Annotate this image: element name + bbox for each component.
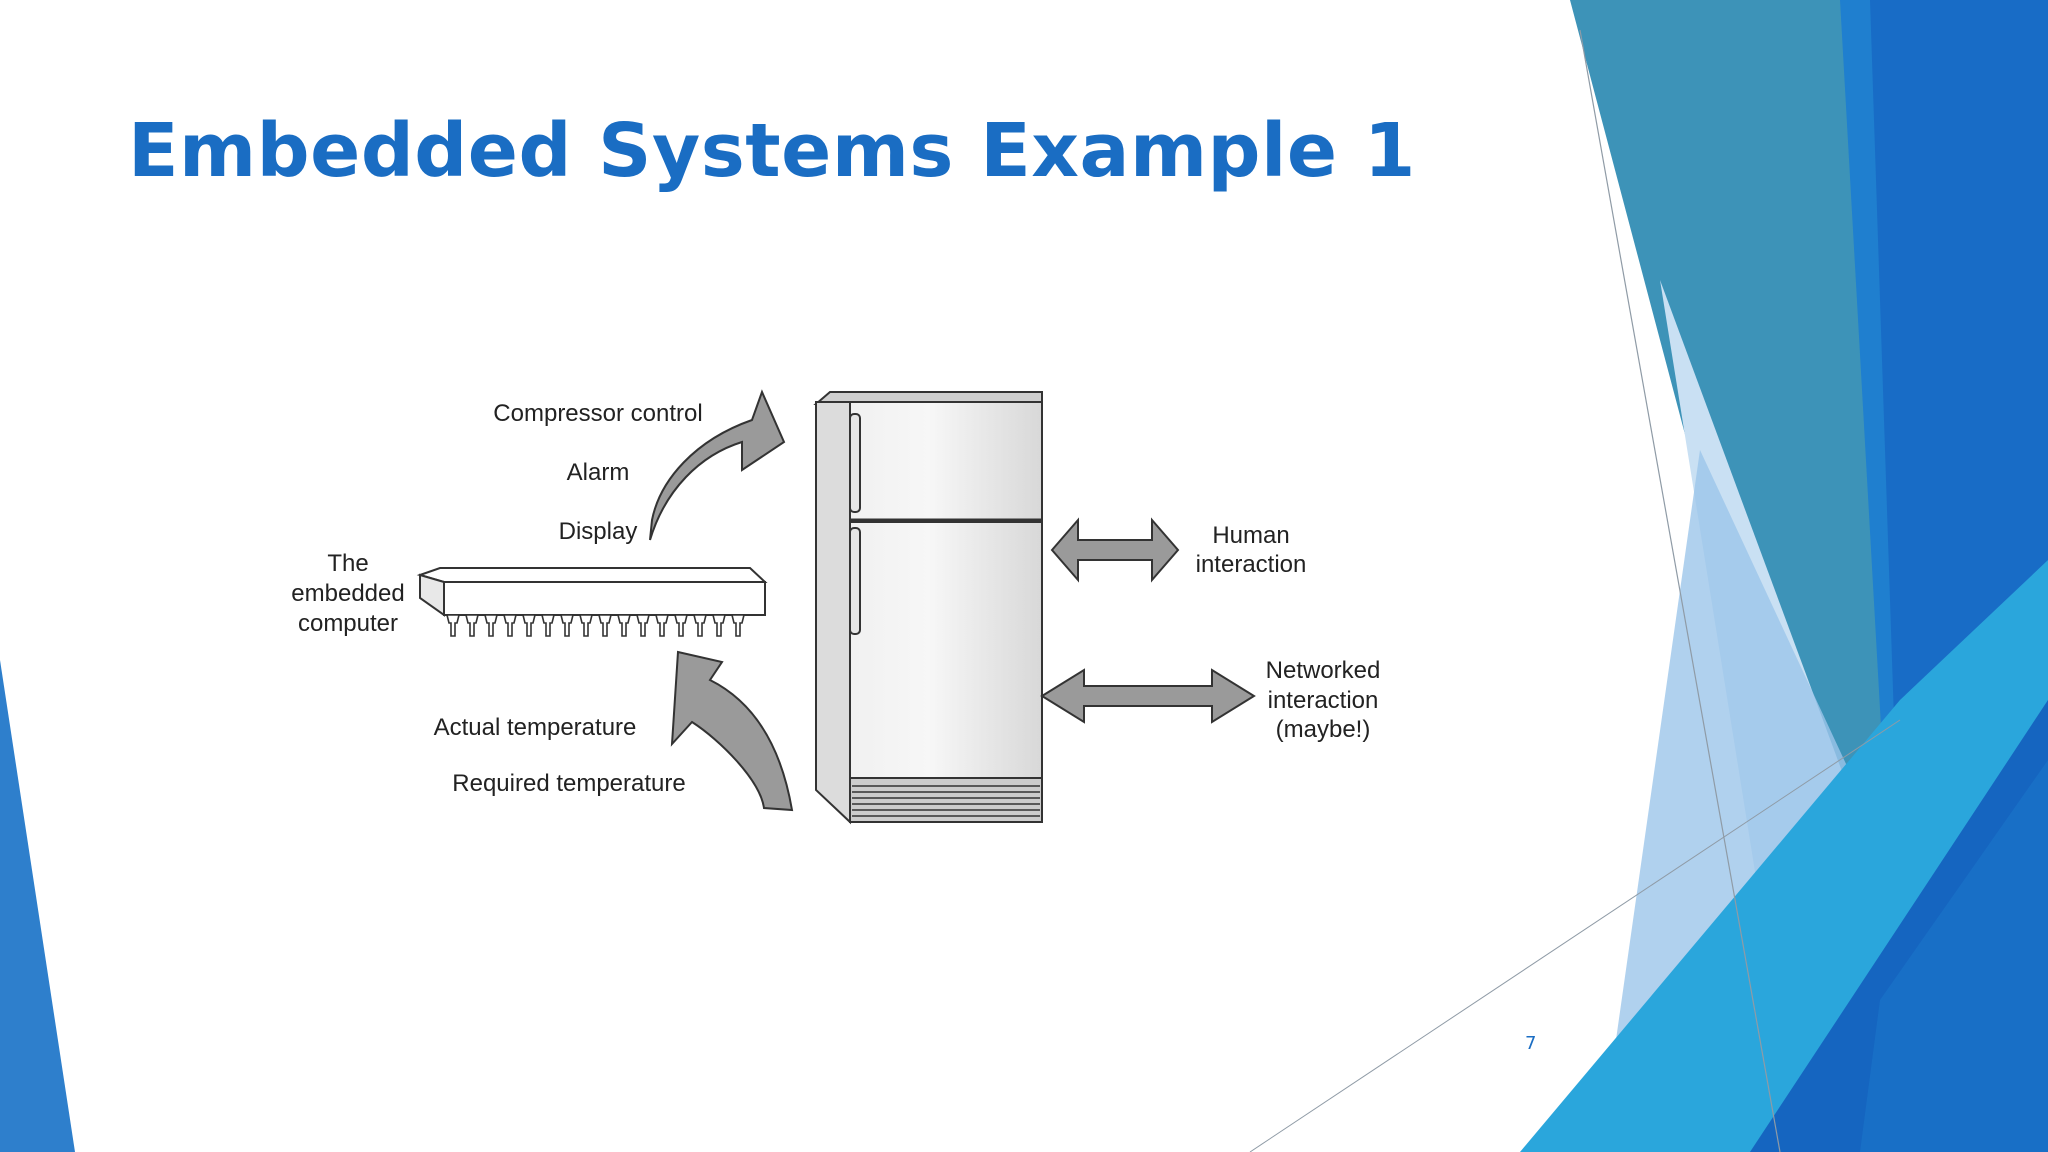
right-decoration xyxy=(1249,0,2048,1152)
label-human-line2: interaction xyxy=(1196,551,1307,578)
chip-pin xyxy=(502,614,518,637)
chip-pin xyxy=(635,614,651,637)
label-display: Display xyxy=(559,518,638,545)
left-decoration xyxy=(0,660,75,1152)
chip-pin xyxy=(464,614,480,637)
chip-pin xyxy=(730,614,746,637)
chip-pin xyxy=(559,614,575,637)
chip-pin xyxy=(711,614,727,637)
label-networked-line3: (maybe!) xyxy=(1276,716,1371,743)
chip-pin xyxy=(654,614,670,637)
label-networked-line1: Networked xyxy=(1266,657,1381,684)
embedded-computer-chip xyxy=(416,567,768,637)
label-networked-line2: interaction xyxy=(1268,687,1379,714)
chip-pin xyxy=(673,614,689,637)
chip-pin xyxy=(578,614,594,637)
label-human-line1: Human xyxy=(1212,522,1289,549)
output-arrow xyxy=(649,389,786,541)
input-arrow xyxy=(670,650,794,812)
slide-title: Embedded Systems Example 1 xyxy=(128,108,1416,194)
networked-interaction-arrow xyxy=(1040,668,1256,724)
label-computer-line3: computer xyxy=(298,610,398,637)
chip-pins xyxy=(445,614,746,637)
label-compressor-control: Compressor control xyxy=(493,400,702,427)
chip-pin xyxy=(521,614,537,637)
label-required-temperature: Required temperature xyxy=(452,770,685,797)
refrigerator-illustration xyxy=(813,391,1043,825)
label-alarm: Alarm xyxy=(567,459,630,486)
label-computer-line2: embedded xyxy=(291,580,404,607)
chip-pin xyxy=(540,614,556,637)
chip-pin xyxy=(483,614,499,637)
human-interaction-arrow xyxy=(1050,517,1180,583)
chip-pin xyxy=(692,614,708,637)
chip-pin xyxy=(616,614,632,637)
embedded-system-diagram: Compressor control Alarm Display The emb… xyxy=(291,389,1381,825)
slide-number: 7 xyxy=(1525,1033,1537,1054)
label-computer-line1: The xyxy=(327,550,368,577)
chip-pin xyxy=(597,614,613,637)
label-actual-temperature: Actual temperature xyxy=(434,714,637,741)
chip-pin xyxy=(445,614,461,637)
